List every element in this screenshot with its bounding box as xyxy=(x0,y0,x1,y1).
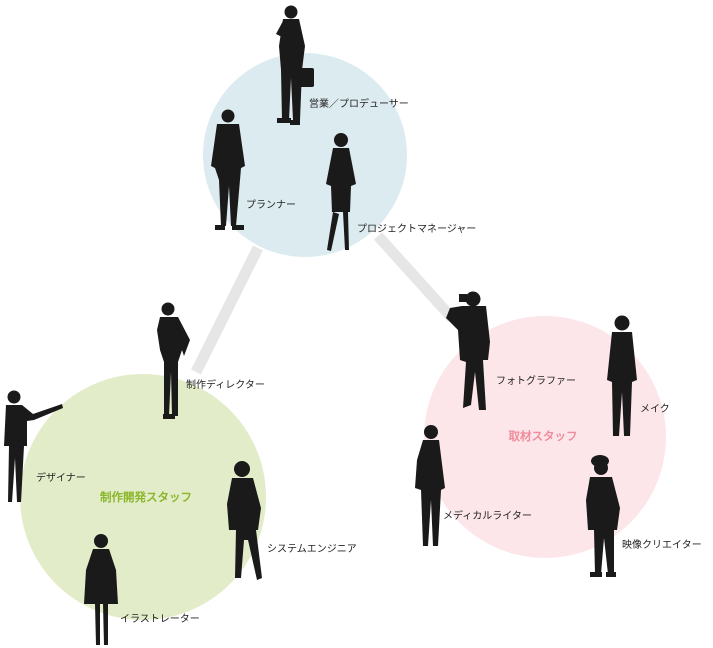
person-illustrator xyxy=(84,534,118,645)
label-project-manager: プロジェクトマネージャー xyxy=(357,223,476,235)
connector-top-right xyxy=(373,232,457,322)
connector-top-left xyxy=(191,245,263,375)
group-circle-left xyxy=(20,374,266,620)
label-sales-producer: 営業／プロデューサー xyxy=(309,97,409,110)
person-video-creator xyxy=(586,455,620,577)
label-production-director: 制作ディレクター xyxy=(186,378,265,391)
person-system-engineer xyxy=(227,461,262,580)
label-makeup: メイク xyxy=(640,403,670,415)
person-project-manager xyxy=(326,133,356,251)
person-production-director xyxy=(157,302,190,419)
label-video-creator: 映像クリエイター xyxy=(622,539,702,551)
group-circle-top xyxy=(203,53,407,257)
group-title-right: 取材スタッフ xyxy=(509,429,578,443)
label-designer: デザイナー xyxy=(36,471,86,484)
person-photographer xyxy=(446,291,490,410)
person-designer xyxy=(4,390,63,502)
label-illustrator: イラストレーター xyxy=(120,613,200,625)
person-sales-producer xyxy=(276,5,314,125)
label-planner: プランナー xyxy=(246,199,296,211)
group-title-left: 制作開発スタッフ xyxy=(100,490,192,504)
label-system-engineer: システムエンジニア xyxy=(267,543,357,555)
label-photographer: フォトグラファー xyxy=(496,374,576,387)
label-medical-writer: メディカルライター xyxy=(443,509,532,522)
person-planner xyxy=(211,109,245,230)
person-medical-writer xyxy=(415,425,445,546)
person-makeup xyxy=(607,315,637,436)
